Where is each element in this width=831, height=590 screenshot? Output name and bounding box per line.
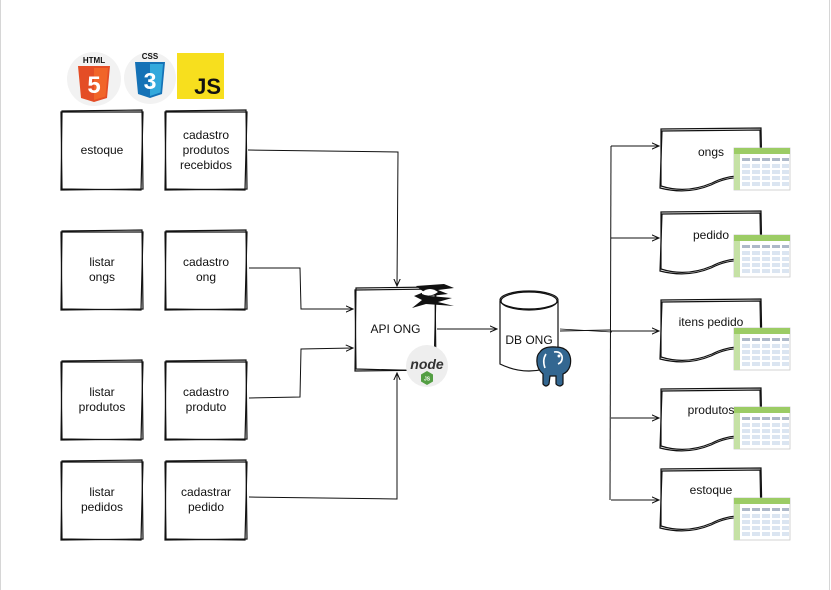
screen-label: cadastro ong (182, 255, 230, 284)
screen-listar-ongs: listar ongs (61, 230, 143, 310)
screen-cadastro-ong: cadastro ong (165, 230, 247, 310)
table-label: pedido (692, 227, 730, 242)
table-itens-pedido: itens pedido (661, 310, 761, 334)
api-node: API ONG (355, 288, 436, 370)
connector-cadastro-ong-to-api (249, 267, 353, 309)
database-label: DB ONG (505, 332, 553, 347)
page-edge-right (829, 0, 830, 590)
css3-logo-icon: CSS 3 (124, 52, 176, 104)
spreadsheet-icon (733, 327, 791, 371)
page-edge-left (0, 0, 1, 590)
nodejs-logo-badge: JS (424, 377, 431, 383)
spreadsheet-icon (733, 497, 791, 541)
table-label: produtos (687, 402, 735, 417)
table-pedido: pedido (661, 223, 761, 247)
screen-label: cadastro produtos recebidos (179, 127, 233, 172)
screen-label: listar pedidos (80, 485, 124, 514)
connector-cadastro-produto-to-api (248, 348, 353, 399)
css3-logo-digit: 3 (144, 68, 157, 94)
screen-estoque: estoque (61, 110, 143, 190)
table-estoque: estoque (661, 478, 761, 502)
screen-cadastrar-pedido: cadastrar pedido (165, 460, 247, 540)
screen-cadastro-produtos-recebidos: cadastro produtos recebidos (165, 110, 247, 190)
table-label: ongs (697, 144, 725, 159)
screen-box-listar-pedidos (60, 459, 144, 541)
express-logo-icon (412, 284, 454, 308)
api-label: API ONG (370, 321, 421, 336)
screen-box-cadastro-ong (164, 229, 248, 311)
screen-box-listar-ongs (60, 229, 144, 311)
screen-listar-pedidos: listar pedidos (61, 460, 143, 540)
screen-box-listar-produtos (60, 359, 144, 441)
spreadsheet-icon (733, 147, 791, 191)
nodejs-logo-label: node (410, 356, 444, 372)
html5-logo-icon: HTML 5 (67, 52, 121, 106)
screen-box-cadastrar-pedido (164, 459, 248, 541)
table-ongs: ongs (661, 140, 761, 164)
js-logo-label: JS (194, 74, 221, 99)
html5-logo-label: HTML (83, 56, 105, 65)
postgresql-logo-icon (536, 346, 572, 387)
css3-logo-label: CSS (142, 52, 159, 61)
screen-label: cadastro produto (182, 385, 230, 414)
table-produtos: produtos (661, 398, 761, 422)
connector-db-bus-2 (559, 328, 613, 333)
nodejs-logo-icon: node JS (406, 345, 448, 387)
screen-listar-produtos: listar produtos (61, 360, 143, 440)
screen-box-cadastro-produto (164, 359, 248, 441)
screen-label: estoque (80, 142, 124, 157)
screen-cadastro-produto: cadastro produto (165, 360, 247, 440)
table-label: estoque (689, 482, 733, 497)
screen-box-cadastro-produtos-recebidos (164, 109, 248, 191)
js-logo-icon: JS (177, 53, 224, 99)
screen-label: listar produtos (78, 385, 126, 414)
connector-bus-vertical (609, 145, 612, 501)
database-node: DB ONG (500, 320, 558, 360)
table-label: itens pedido (678, 314, 744, 329)
screen-box-estoque (60, 109, 144, 191)
html5-logo-digit: 5 (87, 72, 100, 99)
screen-label: cadastrar pedido (180, 485, 232, 514)
screen-label: listar ongs (88, 255, 116, 284)
connector-cadastrar-pedido-to-api (248, 373, 397, 500)
connector-cadastro-produtos-to-api (247, 149, 398, 286)
